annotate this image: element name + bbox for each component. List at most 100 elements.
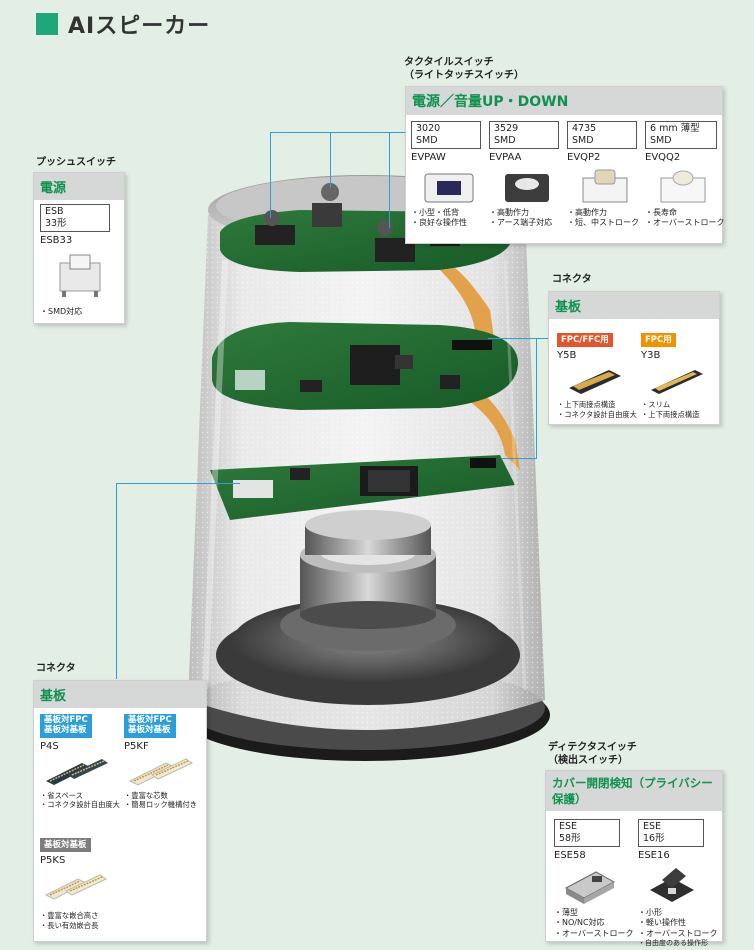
connector-top-label: コネクタ bbox=[552, 274, 592, 285]
tactile-item: 4735 SMD EVQP2 ・高動作力 ・短、中ストローク bbox=[567, 121, 641, 229]
connector-tag: 基板対FPC 基板対基板 bbox=[124, 714, 176, 738]
tactile-switch-card: 電源／音量UP・DOWN 3020 SMD EVPAW ・小型・低背 ・良好な操… bbox=[405, 86, 725, 244]
model-line: 6 mm 薄型 bbox=[650, 123, 700, 134]
tactile-switch-label: タクタイルスイッチ （ライトタッチスイッチ） bbox=[404, 57, 524, 82]
feature-text: ・高動作力 bbox=[567, 207, 607, 217]
model-box: 3529 SMD bbox=[489, 121, 559, 149]
part-code: ESE16 bbox=[638, 849, 670, 861]
flex-cable-1 bbox=[440, 268, 495, 345]
connector-line bbox=[389, 132, 390, 228]
model-line: SMD bbox=[650, 134, 672, 146]
part-code: EVQQ2 bbox=[645, 151, 681, 163]
part-code: P5KS bbox=[40, 855, 66, 867]
feature-text: ・NO/NC対応 bbox=[554, 918, 605, 928]
part-code: P4S bbox=[40, 740, 59, 752]
tag-line: 基板対基板 bbox=[128, 724, 171, 735]
connector-top-card: 基板 FPC/FFC用 Y5B ・上下両接点構造 ・コネクタ設計自由度大 FPC… bbox=[548, 291, 720, 425]
p5kf-image bbox=[128, 757, 194, 786]
connector-item: 基板対FPC 基板対基板 P4S ・省スペース ・コネクタ設計自由度大 bbox=[40, 714, 120, 810]
ese58-image bbox=[564, 871, 616, 904]
page-title: AIスピーカー bbox=[68, 14, 211, 39]
flex-cable-2 bbox=[460, 390, 520, 470]
connector-item: 基板対FPC 基板対基板 P5KF ・豊富な芯数 ・簡易ロック機構付き bbox=[124, 714, 206, 810]
feature-text: ・上下両接点構造 bbox=[641, 409, 700, 419]
feature-text: ・アース端子対応 bbox=[489, 218, 553, 228]
model-line: 4735 bbox=[572, 123, 597, 134]
card-header: 電源／音量UP・DOWN bbox=[406, 87, 722, 115]
connector-line bbox=[116, 483, 240, 484]
push-switch-card: 電源 ESB 33形 ESB33 ・SMD対応 bbox=[33, 172, 125, 324]
title-marker-icon bbox=[36, 13, 58, 35]
feature-text: ・小形 bbox=[638, 907, 662, 917]
card-header: 電源 bbox=[34, 173, 124, 200]
connector-line bbox=[536, 338, 537, 458]
feature-text: ・薄型 bbox=[554, 907, 578, 917]
p4s-image bbox=[46, 758, 108, 785]
model-line: ESE bbox=[559, 821, 578, 832]
connector-line bbox=[270, 132, 408, 133]
connector-line bbox=[502, 458, 537, 459]
model-line: 33形 bbox=[45, 217, 67, 229]
detector-item: ESE 16形 ESE16 ・小形 ・軽い操作性 ・オーバーストローク ・自由度… bbox=[638, 819, 722, 948]
feature-text: ・短、中ストローク bbox=[567, 218, 639, 228]
feature-text: ・コネクタ設計自由度大 bbox=[557, 409, 637, 419]
card-header: 基板 bbox=[549, 292, 719, 319]
feature-text: ・コネクタ設計自由度大 bbox=[40, 800, 120, 810]
push-switch-image bbox=[59, 254, 101, 297]
feature-text: ・小型・低背 bbox=[411, 207, 459, 217]
feature-text: ・自由度のある操作形 bbox=[638, 938, 708, 947]
connector-tag: 基板対FPC 基板対基板 bbox=[40, 714, 92, 738]
part-code: Y5B bbox=[557, 350, 577, 362]
p5ks-image bbox=[44, 874, 108, 900]
part-code: ESE58 bbox=[554, 849, 586, 861]
feature-text: ・オーバーストローク bbox=[638, 928, 718, 938]
model-line: 3529 bbox=[494, 123, 519, 134]
part-code: EVQP2 bbox=[567, 151, 601, 163]
feature-text: ・オーバーストローク bbox=[645, 218, 725, 228]
connector-line bbox=[536, 338, 548, 339]
card-header: カバー開閉検知（プライバシー保護） bbox=[546, 771, 722, 811]
connector-tag: FPC用 bbox=[641, 333, 676, 348]
group-label-line: ディテクタスイッチ bbox=[548, 742, 637, 753]
connector-line bbox=[488, 338, 536, 339]
part-code: ESB33 bbox=[40, 234, 73, 246]
part-code: EVPAA bbox=[489, 151, 522, 163]
y5b-image bbox=[569, 370, 621, 395]
part-code: P5KF bbox=[124, 740, 149, 752]
feature-text: ・良好な操作性 bbox=[411, 218, 467, 228]
model-box: ESB 33形 bbox=[40, 204, 110, 232]
model-line: 16形 bbox=[643, 832, 665, 844]
connector-item: 基板対基板 P5KS ・豊富な嵌合高さ ・長い有効嵌合長 bbox=[40, 832, 130, 930]
connector-line bbox=[330, 132, 331, 188]
model-box: ESE 16形 bbox=[638, 819, 704, 847]
connector-bottom-label: コネクタ bbox=[36, 663, 76, 674]
evqq2-image bbox=[660, 170, 706, 203]
card-header: 基板 bbox=[34, 681, 206, 708]
feature-text: ・豊富な嵌合高さ bbox=[40, 911, 99, 921]
group-label-line: タクタイルスイッチ bbox=[404, 57, 494, 68]
connector-item: FPC/FFC用 Y5B ・上下両接点構造 ・コネクタ設計自由度大 bbox=[557, 327, 637, 419]
model-line: 58形 bbox=[559, 832, 581, 844]
ese16-image bbox=[650, 867, 694, 902]
evpaa-image bbox=[505, 173, 549, 202]
detector-item: ESE 58形 ESE58 ・薄型 ・NO/NC対応 ・オーバーストローク bbox=[554, 819, 636, 939]
connector-tag: 基板対基板 bbox=[40, 838, 91, 853]
evpaw-image bbox=[424, 173, 474, 203]
feature-text: ・オーバーストローク bbox=[554, 928, 634, 938]
model-box: ESE 58形 bbox=[554, 819, 620, 847]
feature-text: ・上下両接点構造 bbox=[557, 400, 616, 410]
group-label-line: （ライトタッチスイッチ） bbox=[404, 69, 524, 81]
detector-switch-label: ディテクタスイッチ （検出スイッチ） bbox=[548, 742, 637, 767]
feature-text: ・省スペース bbox=[40, 790, 83, 800]
y3b-image bbox=[651, 370, 703, 395]
model-box: 4735 SMD bbox=[567, 121, 637, 149]
model-box: 6 mm 薄型 SMD bbox=[645, 121, 717, 149]
connector-tag: FPC/FFC用 bbox=[557, 333, 613, 348]
connector-line bbox=[116, 483, 117, 679]
feature-text: ・高動作力 bbox=[489, 207, 529, 217]
tag-line: 基板対FPC bbox=[128, 715, 172, 725]
connector-line bbox=[270, 132, 271, 218]
group-label-line: （検出スイッチ） bbox=[548, 754, 628, 766]
tactile-item: 3529 SMD EVPAA ・高動作力 ・アース端子対応 bbox=[489, 121, 563, 229]
title-block: AIスピーカー bbox=[36, 8, 210, 40]
